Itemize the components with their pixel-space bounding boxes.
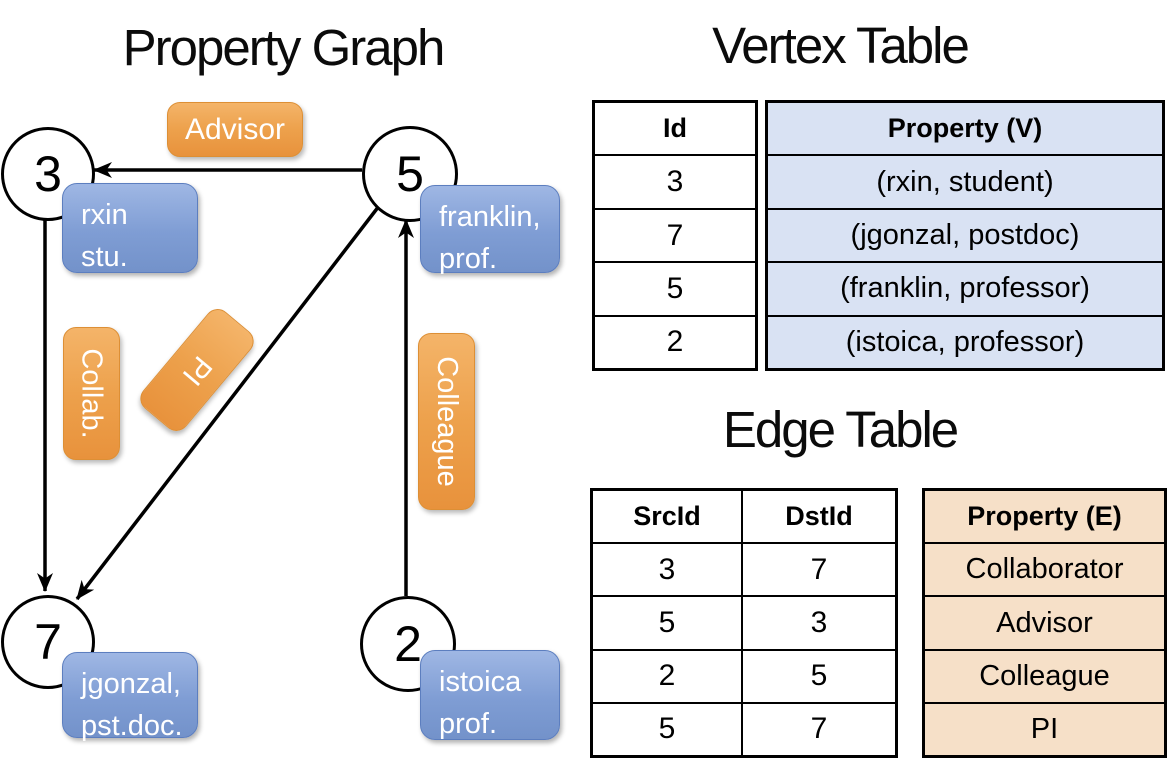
edge-table-srcid-cell: 5: [658, 712, 676, 746]
edge-table-property-column: Property (E) Collaborator Advisor Collea…: [922, 488, 1167, 758]
edge-table-id-columns: SrcId DstId 3 7 5 3 2 5 5 7: [590, 488, 898, 758]
edge-table-srcid-cell: 5: [658, 606, 676, 639]
vertex-table-property-cell: (rxin, student): [768, 154, 1162, 208]
graph-edges: [37, 162, 414, 601]
vertex-property-line: stu.: [81, 241, 128, 274]
edge-table-dstid-cell: 7: [741, 703, 895, 756]
edge-table-dstid-cell: 3: [741, 597, 895, 649]
edge-label-advisor: Advisor: [167, 102, 303, 157]
edge-table-row: 5 7: [593, 701, 895, 756]
edge-table-dstid-header: DstId: [741, 491, 895, 543]
edge-table-srcid-cell: 2: [658, 659, 676, 693]
vertex-property-line: rxin: [81, 199, 128, 231]
vertex-property-line: franklin,: [439, 201, 541, 233]
vertex-property-line: pst.doc.: [81, 710, 183, 743]
vertex-table-title: Vertex Table: [712, 17, 970, 74]
vertex-property-box-2: istoica prof.: [420, 650, 560, 740]
vertex-table-property-header: Property (V): [768, 103, 1162, 155]
vertex-table-property-column: Property (V) (rxin, student) (jgonzal, p…: [765, 100, 1165, 371]
edge-pi-5-to-7: [75, 204, 381, 601]
edge-table-row: 2 5: [593, 648, 895, 702]
vertex-table-property-cell: (jgonzal, postdoc): [768, 207, 1162, 262]
edge-label-text: Colleague: [431, 356, 464, 487]
edge-label-collab: Collab.: [63, 327, 120, 460]
edge-table-property-cell: Colleague: [925, 648, 1164, 702]
vertex-table-id-cell: 2: [595, 314, 755, 368]
edge-table-header-row: SrcId DstId: [593, 491, 895, 543]
edge-table-dstid-cell: 5: [741, 650, 895, 702]
vertex-table-id-cell: 5: [595, 261, 755, 314]
edge-table-title: Edge Table: [722, 401, 959, 458]
vertex-property-line: istoica: [439, 666, 522, 698]
edge-table-property-cell: Advisor: [925, 595, 1164, 649]
edge-label-text: Collab.: [76, 348, 108, 439]
vertex-node-2: 2: [360, 596, 456, 692]
edge-label-text: Advisor: [184, 112, 286, 146]
edge-table-dstid-cell: 7: [741, 544, 895, 596]
edge-table-srcid-cell: 3: [658, 552, 676, 586]
edge-table-property-header: Property (E): [925, 491, 1164, 543]
edge-label-text: PI: [176, 349, 219, 392]
vertex-property-box-3: rxin stu.: [62, 183, 198, 273]
edge-table-row: 5 3: [593, 595, 895, 649]
edge-label-colleague: Colleague: [418, 333, 475, 510]
vertex-id-label: 3: [34, 146, 62, 202]
edge-table-srcid-header: SrcId: [633, 501, 701, 532]
vertex-id-label: 7: [34, 614, 62, 670]
vertex-table-property-cell: (istoica, professor): [768, 314, 1162, 369]
vertex-id-label: 5: [396, 146, 424, 202]
vertex-property-line: jgonzal,: [81, 668, 181, 700]
edge-table-row: 3 7: [593, 542, 895, 596]
edge-table-property-cell: PI: [925, 701, 1164, 756]
vertex-id-label: 2: [394, 616, 422, 672]
vertex-table-id-header: Id: [663, 113, 687, 144]
vertex-property-line: prof.: [439, 708, 498, 741]
vertex-property-line: prof.: [439, 243, 498, 276]
vertex-table-id-cell: 7: [595, 207, 755, 261]
vertex-property-box-7: jgonzal, pst.doc.: [62, 652, 198, 742]
edge-table-property-cell: Collaborator: [925, 542, 1164, 596]
vertex-table-id-column: Id 3 7 5 2: [592, 100, 758, 371]
property-graph-title: Property Graph: [122, 19, 446, 76]
vertex-property-box-5: franklin, prof.: [420, 185, 560, 275]
vertex-table-id-cell: 3: [595, 154, 755, 207]
vertex-table-property-cell: (franklin, professor): [768, 261, 1162, 315]
